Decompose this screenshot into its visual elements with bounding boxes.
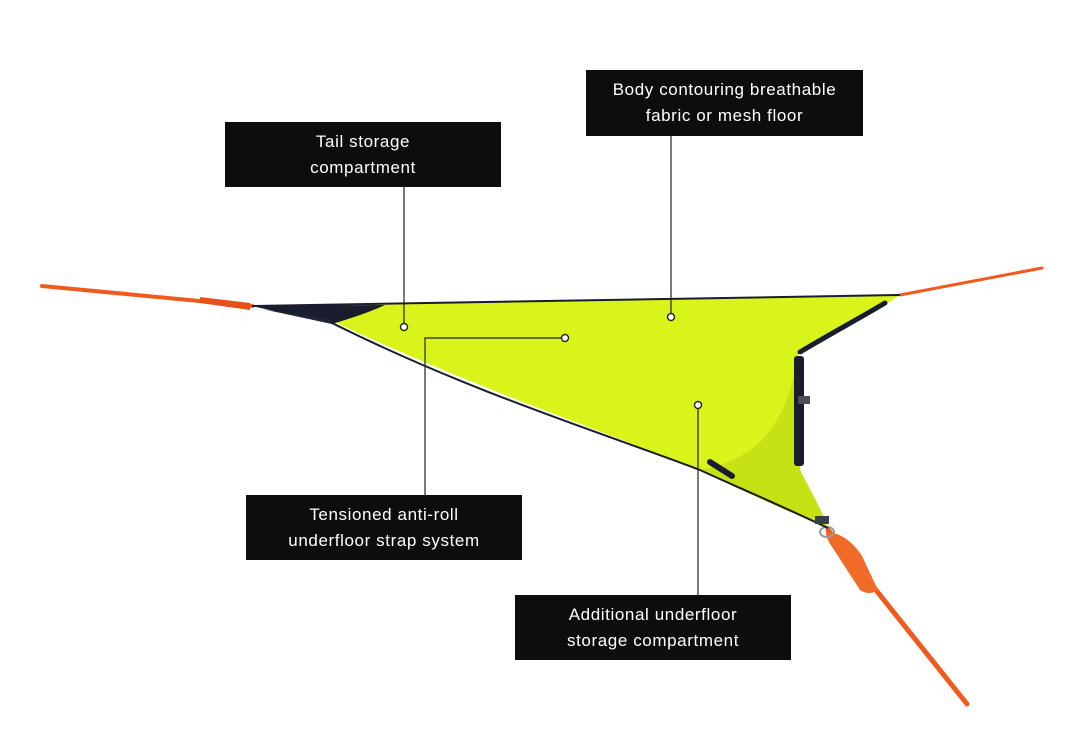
left-strap-buckle	[200, 297, 250, 310]
leader-strap	[424, 337, 565, 495]
dot-floor	[666, 312, 676, 322]
dot-storage	[693, 400, 703, 410]
dot-strap	[560, 333, 570, 343]
top-edge-trim	[251, 294, 901, 307]
callout-tail-storage: Tail storage compartment	[225, 122, 501, 187]
right-strap	[898, 266, 1044, 297]
leader-dots	[399, 312, 703, 410]
callout-underfloor-storage: Additional underfloor storage compartmen…	[515, 595, 791, 660]
callout-anti-roll-strap: Tensioned anti-roll underfloor strap sys…	[246, 495, 522, 560]
callout-tail-storage-line2: compartment	[310, 157, 416, 177]
bottom-strap-buckle	[826, 532, 878, 593]
corner-label	[815, 516, 829, 524]
right-edge-trim	[797, 300, 888, 355]
callout-mesh-floor: Body contouring breathable fabric or mes…	[586, 70, 863, 136]
buckle-clip	[798, 396, 810, 404]
callout-underfloor-storage-line1: Additional underfloor	[568, 604, 738, 624]
callout-underfloor-storage-line2: storage compartment	[566, 630, 740, 650]
side-zip-strip	[707, 459, 735, 479]
callout-anti-roll-line1: Tensioned anti-roll	[309, 504, 459, 524]
lower-edge-trim	[329, 321, 829, 529]
tail-storage-pocket	[252, 305, 385, 324]
anchor-straps	[40, 266, 1044, 707]
storage-zip-panel	[794, 356, 804, 466]
dot-tail	[399, 322, 409, 332]
leader-lines	[403, 136, 699, 595]
callout-anti-roll-line2: underfloor strap system	[288, 530, 480, 550]
callout-mesh-floor-line2: fabric or mesh floor	[645, 106, 804, 125]
callout-mesh-floor-line1: Body contouring breathable	[612, 80, 837, 99]
callout-tail-storage-line1: Tail storage	[315, 131, 411, 151]
tent-body	[251, 294, 901, 529]
